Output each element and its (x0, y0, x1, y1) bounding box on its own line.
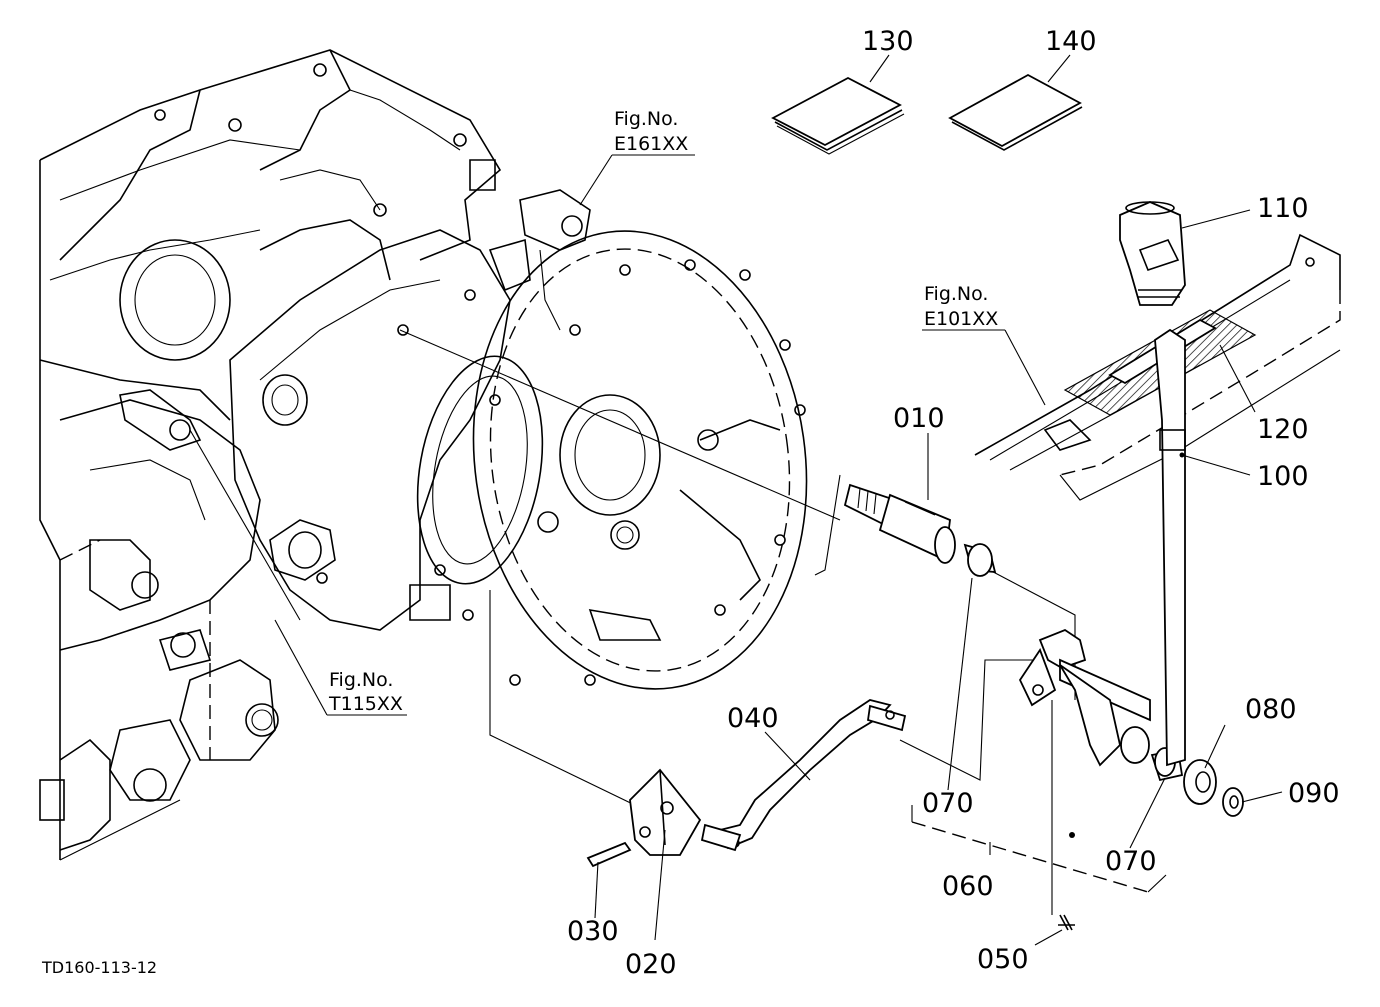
part-110-lever-knob (1119, 201, 1186, 306)
part-090-snap-ring (1222, 787, 1244, 817)
part-010-shaft (843, 483, 956, 564)
label-090: 090 (1288, 778, 1340, 809)
label-040: 040 (727, 703, 779, 734)
part-140-booklet (948, 73, 1083, 151)
label-120: 120 (1257, 414, 1309, 445)
fig-ref-e161-line1: Fig.No. (614, 108, 678, 130)
part-number-labels: 130 140 110 120 100 010 080 090 070 070 … (567, 26, 1340, 980)
figure-reference-labels: Fig.No. E161XX Fig.No. E101XX Fig.No. T1… (328, 108, 998, 715)
part-060-lever-arm (911, 628, 1167, 893)
label-010: 010 (893, 403, 945, 434)
label-080: 080 (1245, 694, 1297, 725)
label-140: 140 (1045, 26, 1097, 57)
part-030-spring-pin (586, 841, 632, 868)
fig-ref-e101-line1: Fig.No. (924, 283, 988, 305)
label-130: 130 (862, 26, 914, 57)
label-070-lower: 070 (1105, 846, 1157, 877)
label-100: 100 (1257, 461, 1309, 492)
assembly-axis-lines (189, 329, 1076, 915)
label-070-upper: 070 (922, 788, 974, 819)
part-130-booklet (771, 76, 905, 155)
part-080-washer (1183, 759, 1217, 805)
label-020: 020 (625, 949, 677, 980)
callout-leaders (274, 54, 1283, 946)
label-030: 030 (567, 916, 619, 947)
fig-ref-t115-line1: Fig.No. (329, 669, 393, 691)
transmission-housing-drawing (39, 49, 502, 861)
label-110: 110 (1257, 193, 1309, 224)
label-060: 060 (942, 871, 994, 902)
part-070-bushing-upper (963, 543, 997, 577)
fig-ref-e101-line2: E101XX (924, 308, 998, 330)
part-100-lever-rod (1154, 328, 1186, 767)
clutch-housing-drawing (229, 189, 808, 690)
fig-ref-t115-line2: T115XX (328, 693, 403, 715)
fig-ref-e161-line2: E161XX (614, 133, 688, 155)
drawing-code: TD160-113-12 (41, 958, 157, 977)
label-050: 050 (977, 944, 1029, 975)
part-050-cotter-pin (1058, 914, 1075, 931)
part-020-bracket (629, 768, 702, 856)
